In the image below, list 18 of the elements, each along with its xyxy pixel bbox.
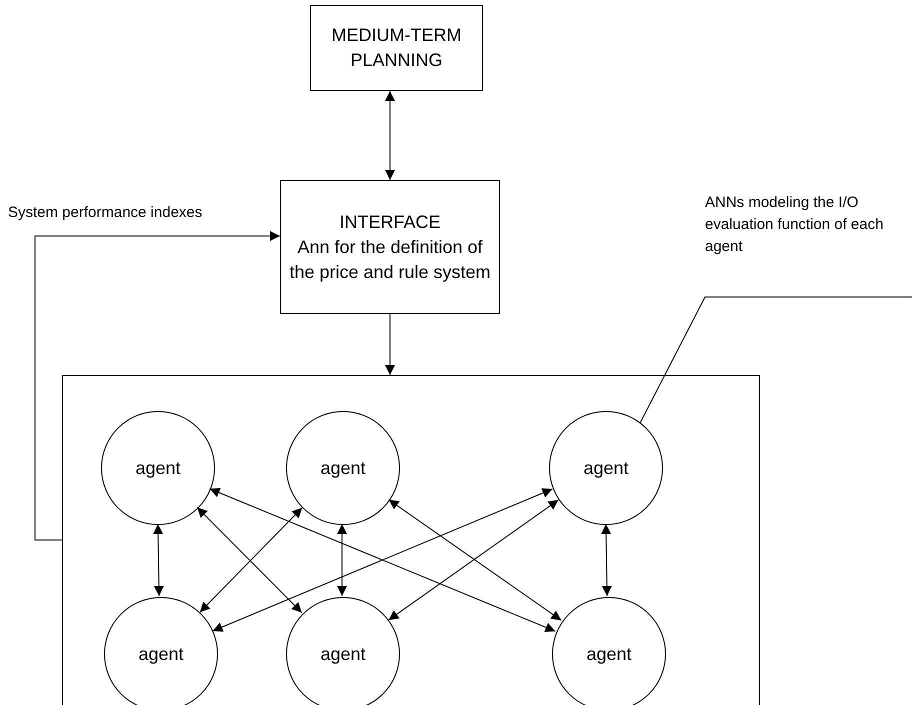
edge-label: System performance indexes (8, 204, 202, 221)
annotation-text: ANNs modeling the I/O evaluation function of each agent (705, 192, 915, 297)
agent-circle: agent (104, 597, 218, 705)
agent-circle: agent (286, 411, 400, 525)
arrow (385, 314, 395, 376)
agent-circle: agent (549, 411, 663, 525)
process-box: INTERFACE Ann for the definition of the price and rule system (280, 180, 500, 314)
arrow (385, 90, 395, 180)
agent-circle: agent (552, 597, 666, 705)
leader-line (640, 296, 912, 424)
arrow (153, 524, 164, 596)
process-box: MEDIUM-TERM PLANNING (310, 5, 483, 91)
arrow (34, 231, 280, 540)
agent-circle: agent (286, 597, 400, 705)
agent-circle: agent (101, 411, 215, 525)
arrow (337, 524, 347, 596)
agent-group-box (62, 375, 760, 705)
arrow (601, 524, 612, 596)
